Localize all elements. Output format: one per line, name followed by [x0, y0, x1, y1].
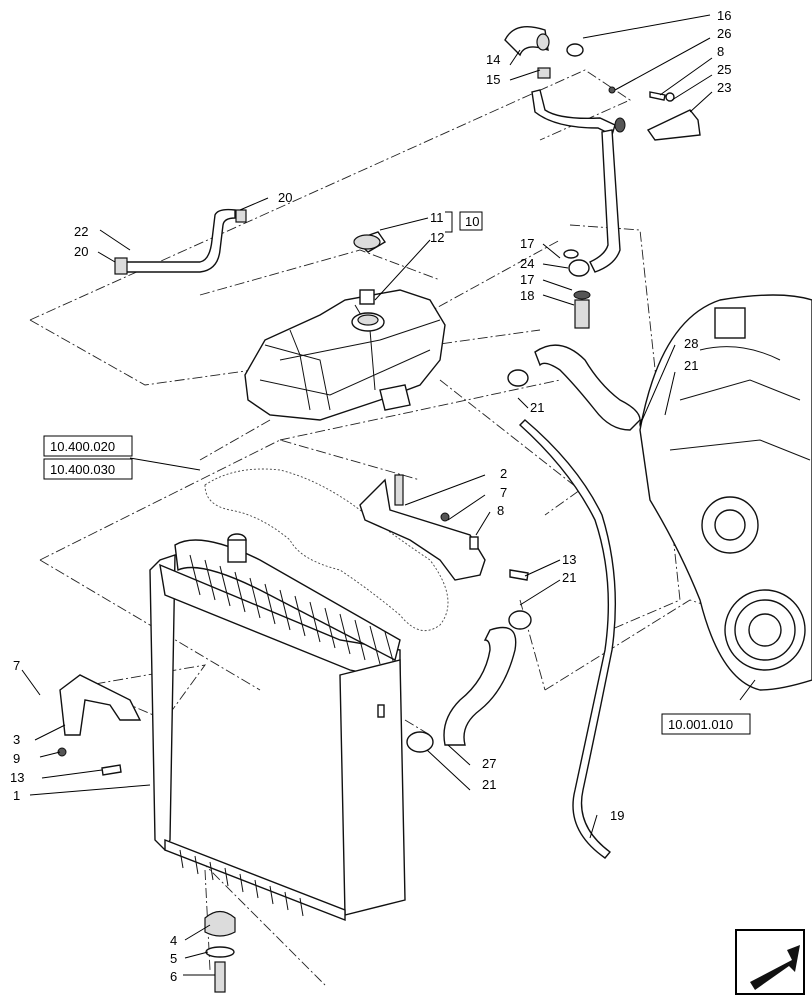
- fitting-parts: [563, 249, 591, 329]
- callout-8: 8: [717, 44, 724, 59]
- bracket-2: [359, 474, 486, 581]
- bleed-pipe: [114, 208, 247, 275]
- callout-labels: 16 26 8 25 23 14 15 20 22 20 11 12 10 17…: [10, 8, 731, 984]
- reference-outline: [204, 468, 449, 632]
- callout-21c: 21: [562, 570, 576, 585]
- ref-box-10: [459, 211, 483, 231]
- callout-21: 21: [684, 358, 698, 373]
- callout-17b: 17: [520, 272, 534, 287]
- callout-5: 5: [170, 951, 177, 966]
- mount-parts: [204, 910, 236, 993]
- callout-11: 11: [430, 210, 444, 225]
- callout-3: 3: [13, 732, 20, 747]
- engine-block: [639, 294, 812, 691]
- callout-12: 12: [430, 230, 444, 245]
- callout-17: 17: [520, 236, 534, 251]
- ref-10-400-020[interactable]: 10.400.020: [50, 439, 115, 454]
- callout-20b: 20: [74, 244, 88, 259]
- callout-25: 25: [717, 62, 731, 77]
- leader-lines: [21, 14, 756, 976]
- callout-15: 15: [486, 72, 500, 87]
- callout-21b: 21: [530, 400, 544, 415]
- callout-1: 1: [13, 788, 20, 803]
- ref-10-400-030[interactable]: 10.400.030: [50, 462, 115, 477]
- callout-8b: 8: [497, 503, 504, 518]
- callout-2: 2: [500, 466, 507, 481]
- ref-10[interactable]: 10: [465, 214, 479, 229]
- callout-28: 28: [684, 336, 698, 351]
- arrow-icon[interactable]: [735, 929, 805, 995]
- callout-6: 6: [170, 969, 177, 984]
- upper-hose-assembly: [504, 26, 701, 273]
- lower-hose-27: [443, 626, 517, 746]
- callout-26: 26: [717, 26, 731, 41]
- radiator: [149, 533, 406, 922]
- reference-boxes: 10.400.020 10.400.030 10.001.010: [43, 435, 751, 735]
- clamp-21: [507, 369, 529, 387]
- callout-21d: 21: [482, 777, 496, 792]
- callout-16: 16: [717, 8, 731, 23]
- callout-27: 27: [482, 756, 496, 771]
- bolt-13: [509, 569, 529, 581]
- expansion-tank: [244, 231, 446, 421]
- ref-10-001-010[interactable]: 10.001.010: [668, 717, 733, 732]
- callout-14: 14: [486, 52, 500, 67]
- callout-22: 22: [74, 224, 88, 239]
- callout-9: 9: [13, 751, 20, 766]
- callout-7b: 7: [13, 658, 20, 673]
- callout-23: 23: [717, 80, 731, 95]
- callout-19: 19: [610, 808, 624, 823]
- callout-24: 24: [520, 256, 534, 271]
- callout-7: 7: [500, 485, 507, 500]
- callout-4: 4: [170, 933, 177, 948]
- callout-13: 13: [562, 552, 576, 567]
- overflow-hose-19: [518, 419, 617, 859]
- callout-13b: 13: [10, 770, 24, 785]
- hose-28: [534, 344, 641, 431]
- callout-18: 18: [520, 288, 534, 303]
- callout-20: 20: [278, 190, 292, 205]
- bracket-3: [57, 674, 142, 776]
